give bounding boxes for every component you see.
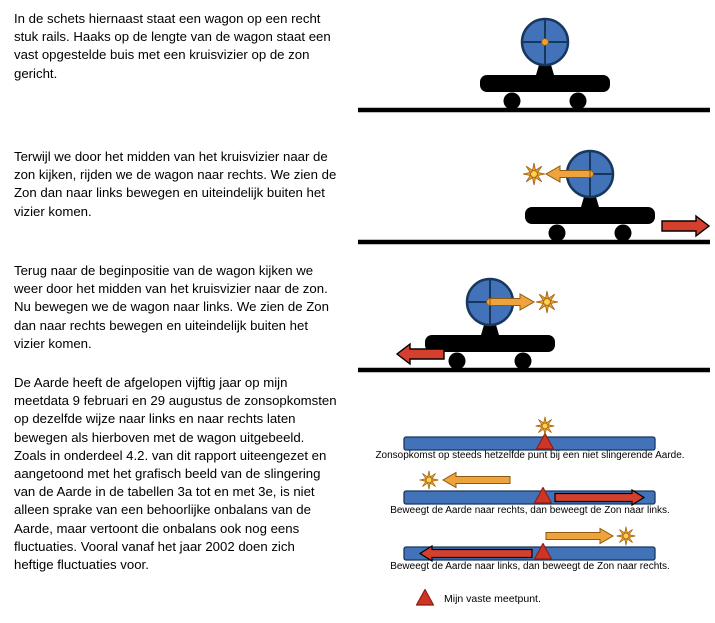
- crosshair-sight-icon: [520, 17, 570, 67]
- paragraph-earth-conclusion: De Aarde heeft de afgelopen vijftig jaar…: [14, 375, 337, 573]
- caption-earth-static: Zonsopkomst op steeds hetzelfde punt bij…: [375, 450, 685, 461]
- caption-earth-left: Beweegt de Aarde naar links, dan beweegt…: [390, 561, 670, 572]
- earth-motion-arrow-left-icon: [418, 544, 533, 563]
- sun-motion-arrow-right-icon: [545, 527, 615, 545]
- sun-motion-arrow-left-icon: [441, 471, 511, 489]
- diagram-wagon-moving-left: [358, 277, 710, 373]
- diagram-wagon-moving-right: [358, 149, 711, 245]
- wagon-motion-arrow-right-icon: [661, 214, 711, 238]
- diagram-earth-static: [403, 416, 656, 451]
- legend-marker: [415, 588, 435, 606]
- diagram-wagon-static: [358, 17, 710, 113]
- wagon-motion-arrow-left-icon: [395, 342, 445, 366]
- sun-motion-arrow-right-icon: [489, 293, 536, 311]
- measure-point-triangle-icon: [415, 588, 435, 606]
- sun-icon: [535, 416, 555, 436]
- paragraph-wagon-intro: In de schets hiernaast staat een wagon o…: [14, 11, 331, 81]
- diagram-earth-moving-right: [403, 470, 656, 507]
- earth-bar: [403, 436, 656, 451]
- earth-motion-arrow-right-icon: [554, 488, 646, 507]
- sun-icon: [616, 526, 636, 546]
- caption-earth-right: Beweegt de Aarde naar rechts, dan beweeg…: [390, 505, 670, 516]
- sun-icon: [535, 290, 559, 314]
- diagram-earth-moving-left: [403, 526, 656, 563]
- sun-motion-arrow-left-icon: [544, 165, 591, 183]
- sun-icon: [419, 470, 439, 490]
- legend-label: Mijn vaste meetpunt.: [444, 593, 541, 605]
- paragraph-wagon-right: Terwijl we door het midden van het kruis…: [14, 149, 337, 219]
- paragraph-wagon-left: Terug naar de beginpositie van de wagon …: [14, 263, 329, 351]
- sun-icon: [522, 162, 546, 186]
